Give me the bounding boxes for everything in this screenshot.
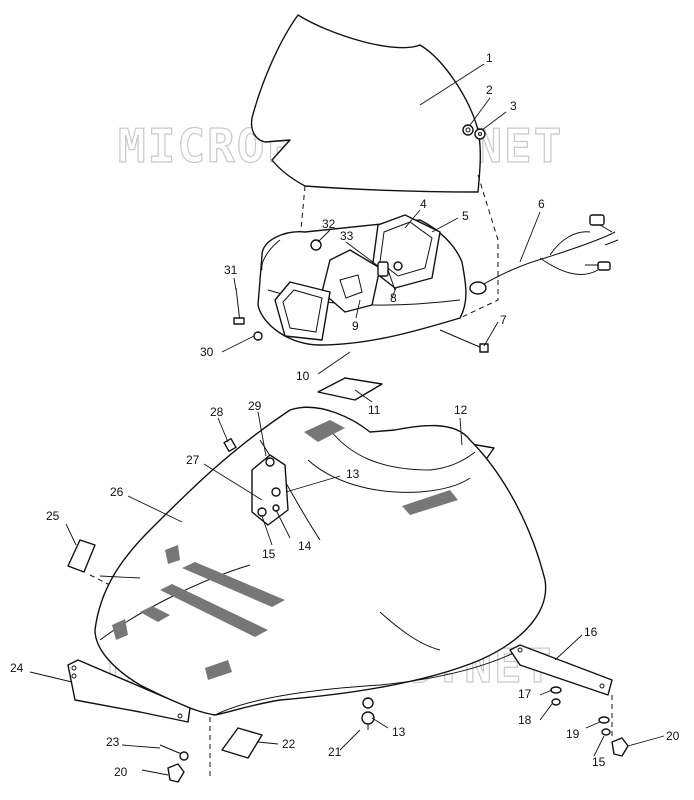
callout-21: 21: [328, 745, 342, 759]
callout-3: 3: [510, 99, 517, 113]
callout-25: 25: [46, 509, 60, 523]
callout-33: 33: [340, 229, 354, 243]
callout-31: 31: [224, 263, 238, 277]
windshield: [250, 14, 481, 193]
screw-8: [387, 261, 403, 291]
nut-13-bottom: [361, 697, 375, 730]
callout-14: 14: [298, 539, 312, 553]
bolt-23: [159, 744, 189, 761]
decal-25: [67, 539, 96, 573]
nut-18: [551, 698, 561, 706]
callout-22: 22: [282, 737, 296, 751]
leader-lines: [29, 63, 665, 776]
washer-17: [550, 686, 562, 694]
nut-15-right: [601, 728, 611, 736]
decal-22: [221, 727, 263, 759]
bracket-16: [509, 644, 613, 696]
mount-line-25: [89, 574, 111, 586]
callout-16: 16: [584, 625, 598, 639]
callouts: 1 2 3 4 5 6 7 8 9 10 11 12 13 13 14 15 1…: [10, 51, 680, 779]
callout-20-left: 20: [114, 765, 128, 779]
callout-5: 5: [462, 209, 469, 223]
hinge-bracket-27: [251, 454, 289, 526]
callout-29: 29: [248, 399, 262, 413]
callout-24: 24: [10, 661, 24, 675]
clip-20-right: [611, 737, 629, 757]
socket-33: [377, 261, 389, 277]
clip-20-left: [167, 763, 185, 783]
callout-9: 9: [352, 319, 359, 333]
callout-6: 6: [538, 197, 545, 211]
callout-23: 23: [106, 735, 120, 749]
mount-line-left: [299, 185, 306, 241]
callout-15-left: 15: [262, 547, 276, 561]
screw-32: [310, 239, 322, 251]
washer-3: [474, 128, 486, 140]
bolt-31: [233, 287, 245, 325]
callout-13-top: 13: [346, 467, 360, 481]
callout-20-right: 20: [666, 729, 680, 743]
callout-7: 7: [500, 313, 507, 327]
decal-11: [317, 377, 383, 401]
callout-8: 8: [390, 291, 397, 305]
lamp-bezel: [274, 281, 331, 341]
callout-15-right: 15: [592, 755, 606, 769]
clip-28: [223, 437, 237, 453]
callout-27: 27: [186, 453, 200, 467]
callout-2: 2: [486, 83, 493, 97]
callout-32: 32: [322, 217, 336, 231]
callout-30: 30: [200, 345, 214, 359]
bumper-bracket-24: [67, 659, 191, 723]
callout-28: 28: [210, 405, 224, 419]
bolt-7: [439, 329, 489, 353]
callout-10: 10: [296, 369, 310, 383]
callout-19: 19: [566, 727, 580, 741]
callout-13-bottom: 13: [392, 725, 406, 739]
callout-4: 4: [420, 197, 427, 211]
callout-17: 17: [518, 687, 532, 701]
callout-18: 18: [518, 713, 532, 727]
hood-26: [94, 406, 547, 716]
callout-26: 26: [110, 485, 124, 499]
callout-1: 1: [486, 51, 493, 65]
callout-12: 12: [454, 403, 468, 417]
washer-19: [598, 716, 610, 724]
wiring-harness-6: [469, 214, 619, 295]
nut-30: [253, 331, 263, 341]
headlamp-9: [321, 249, 381, 313]
callout-11: 11: [368, 403, 381, 417]
nut-2: [462, 124, 474, 136]
